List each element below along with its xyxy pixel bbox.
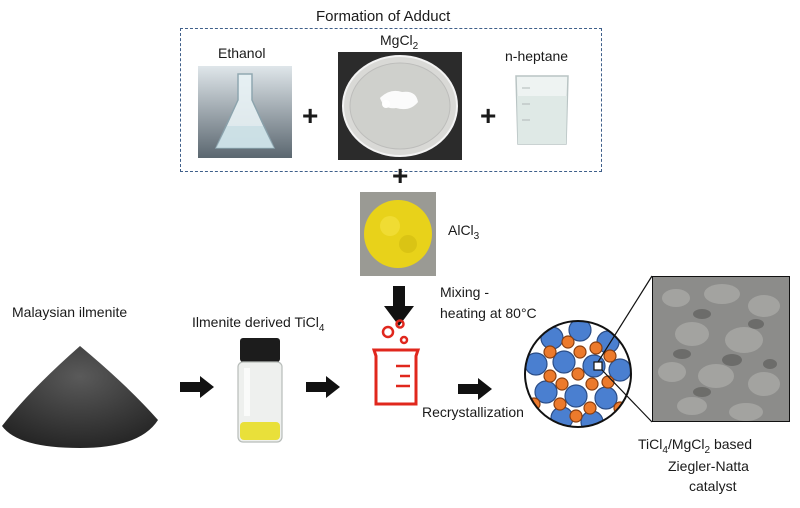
- beaker-icon: [371, 319, 421, 406]
- plus-sign-1: +: [302, 100, 319, 131]
- mixing-label-line1: Mixing -: [440, 284, 490, 300]
- adduct-title: Formation of Adduct: [316, 8, 451, 25]
- heptane-label: n-heptane: [505, 48, 569, 64]
- alcl3-powder-image: [360, 192, 436, 276]
- plus-sign-2: +: [480, 100, 497, 131]
- heptane-beaker-image: [515, 75, 569, 145]
- recrystallization-label: Recrystallization: [422, 404, 524, 420]
- ethanol-label: Ethanol: [218, 45, 266, 61]
- catalyst-label-line3: catalyst: [689, 478, 737, 494]
- ilmenite-sand-image: [2, 346, 158, 448]
- ticl4-label: Ilmenite derived TiCl4: [192, 314, 325, 334]
- ticl4-vial-image: [237, 338, 283, 443]
- mgcl2-dish-image: [338, 52, 462, 160]
- catalyst-label-line2: Ziegler-Natta: [668, 458, 749, 474]
- sem-micrograph-image: [652, 276, 790, 422]
- plus-sign-3: +: [392, 160, 409, 191]
- right-arrow-icon-1: [180, 376, 214, 398]
- ilmenite-label: Malaysian ilmenite: [12, 304, 128, 320]
- adduct-dashed-box: [180, 28, 602, 172]
- mgcl2-label: MgCl2: [380, 32, 419, 52]
- catalyst-label-line1: TiCl4/MgCl2 based: [638, 436, 753, 456]
- ethanol-flask-image: [198, 66, 292, 158]
- right-arrow-icon-3: [458, 378, 492, 400]
- alcl3-label: AlCl3: [448, 222, 480, 242]
- mixing-label-line2: heating at 80°C: [440, 305, 537, 321]
- right-arrow-icon-2: [306, 376, 340, 398]
- down-arrow-icon: [384, 286, 414, 326]
